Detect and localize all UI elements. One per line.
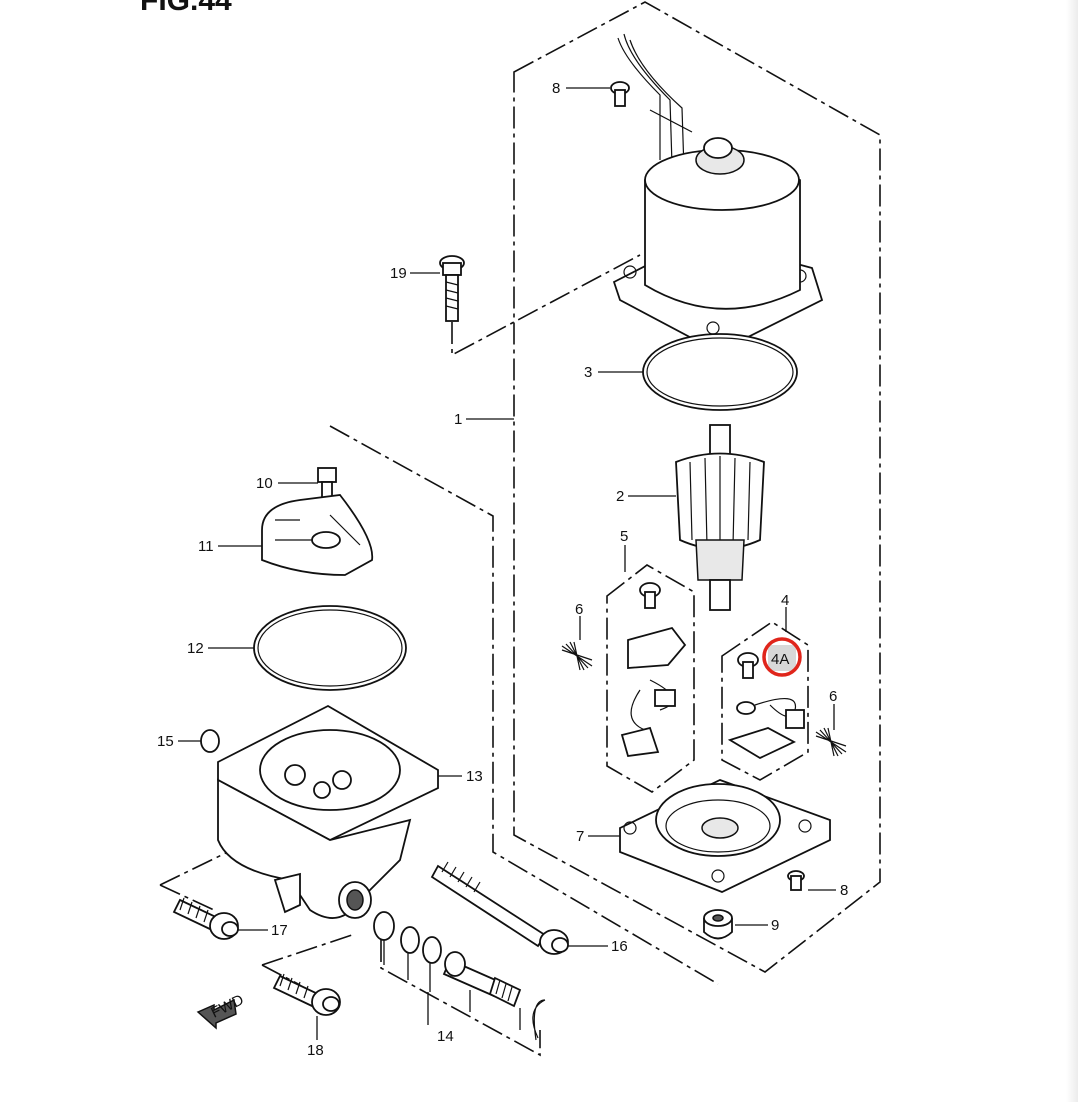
callout-14: 14 bbox=[437, 1028, 454, 1045]
callout-8-bottom: 8 bbox=[840, 882, 848, 899]
callout-7: 7 bbox=[576, 828, 584, 845]
brush-holder-4-outline bbox=[721, 621, 809, 781]
motor-housing bbox=[612, 137, 824, 354]
reservoir-group-outline bbox=[329, 425, 719, 985]
callout-10: 10 bbox=[256, 475, 273, 492]
reservoir-body-13 bbox=[217, 704, 439, 919]
fwd-arrow-icon: FWD bbox=[196, 991, 247, 1030]
motor-assembly-outline bbox=[513, 1, 881, 973]
callout-2: 2 bbox=[616, 488, 624, 505]
brush-holder-5 bbox=[620, 582, 687, 757]
spring-6-right bbox=[815, 727, 847, 757]
spring-6-left bbox=[561, 641, 593, 671]
cover-plate-11 bbox=[261, 494, 374, 576]
bolt-19 bbox=[439, 255, 465, 322]
callout-19: 19 bbox=[390, 265, 407, 282]
callout-11: 11 bbox=[198, 538, 214, 555]
bolt-16 bbox=[430, 861, 569, 955]
o-ring-12 bbox=[253, 605, 407, 691]
o-ring-3 bbox=[642, 333, 798, 411]
callout-9: 9 bbox=[771, 917, 779, 934]
callout-6-right: 6 bbox=[829, 688, 837, 705]
motor-wires bbox=[617, 33, 693, 171]
valve-group-14 bbox=[373, 911, 546, 1041]
callout-8-top: 8 bbox=[552, 80, 560, 97]
callout-5: 5 bbox=[620, 528, 628, 545]
brush-holder-4 bbox=[727, 652, 805, 760]
brush-holder-5-outline bbox=[606, 564, 695, 793]
callout-4: 4 bbox=[781, 592, 789, 609]
bolt-17 bbox=[172, 897, 239, 940]
callout-16: 16 bbox=[611, 938, 628, 955]
bolt-18-guide bbox=[261, 934, 353, 986]
callout-4a-highlight[interactable]: 4A bbox=[762, 637, 802, 677]
callout-18: 18 bbox=[307, 1042, 324, 1059]
valve-group-bracket bbox=[380, 940, 541, 1057]
highlight-circle bbox=[762, 637, 802, 677]
bolt-19-guide bbox=[451, 254, 641, 357]
armature-2 bbox=[675, 424, 765, 611]
base-plate-7 bbox=[619, 779, 831, 893]
screw-8-top bbox=[610, 81, 630, 107]
page-edge-shadow bbox=[1066, 0, 1078, 1102]
callout-6-left: 6 bbox=[575, 601, 583, 618]
callout-17: 17 bbox=[271, 922, 288, 939]
plug-10 bbox=[317, 467, 337, 499]
callout-12: 12 bbox=[187, 640, 204, 657]
screw-8-bottom bbox=[787, 870, 805, 891]
bolt-18 bbox=[272, 973, 341, 1016]
callout-1: 1 bbox=[454, 411, 462, 428]
callout-3: 3 bbox=[584, 364, 592, 381]
o-ring-15 bbox=[200, 729, 220, 753]
callout-15: 15 bbox=[157, 733, 174, 750]
callout-4a: 4A bbox=[771, 651, 789, 668]
figure-title: FIG.44 bbox=[140, 0, 232, 17]
seal-9 bbox=[703, 909, 733, 940]
bolt-17-guide bbox=[159, 847, 237, 911]
callout-13: 13 bbox=[466, 768, 483, 785]
